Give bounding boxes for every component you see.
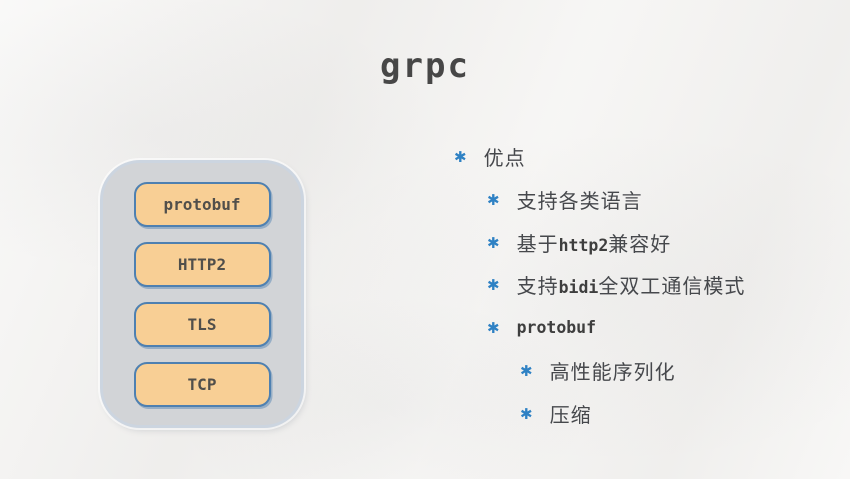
asterisk-bullet-icon: ✱ — [520, 404, 533, 423]
protocol-stack-container: protobuf HTTP2 TLS TCP — [100, 160, 304, 428]
list-item-text: 支持bidi全双工通信模式 — [517, 270, 746, 299]
stack-box-http2: HTTP2 — [133, 241, 271, 287]
text-segment: 兼容好 — [608, 233, 672, 256]
list-item-text: 基于http2兼容好 — [517, 228, 672, 257]
asterisk-bullet-icon: ✱ — [487, 190, 500, 209]
list-item-bidi-duplex: ✱ 支持bidi全双工通信模式 — [487, 269, 745, 299]
list-item-text: 优点 — [483, 147, 526, 170]
asterisk-bullet-icon: ✱ — [487, 233, 500, 252]
stack-box-protobuf: protobuf — [133, 181, 271, 227]
text-segment: bidi — [558, 277, 599, 297]
stack-box-tls: TLS — [133, 301, 271, 347]
asterisk-bullet-icon: ✱ — [487, 318, 500, 337]
text-segment: http2 — [558, 235, 609, 255]
list-item-serialization: ✱ 高性能序列化 — [520, 355, 676, 385]
page-title: grpc — [380, 46, 470, 86]
list-item-text: 支持各类语言 — [516, 190, 643, 213]
list-item-advantages: ✱ 优点 — [454, 141, 526, 171]
text-segment: 全双工通信模式 — [598, 275, 746, 298]
asterisk-bullet-icon: ✱ — [487, 275, 500, 294]
list-item-compression: ✱ 压缩 — [520, 398, 592, 428]
text-segment: 支持 — [516, 275, 559, 298]
list-item-languages: ✱ 支持各类语言 — [487, 184, 643, 214]
list-item-text: protobuf — [516, 317, 597, 337]
list-item-protobuf: ✱ protobuf — [487, 312, 596, 342]
list-item-http2-compat: ✱ 基于http2兼容好 — [487, 227, 671, 257]
stack-box-tcp: TCP — [133, 361, 271, 407]
list-item-text: 压缩 — [549, 404, 592, 427]
text-segment: 基于 — [516, 233, 559, 256]
asterisk-bullet-icon: ✱ — [520, 361, 533, 380]
list-item-text: 高性能序列化 — [549, 361, 676, 384]
asterisk-bullet-icon: ✱ — [454, 147, 467, 166]
